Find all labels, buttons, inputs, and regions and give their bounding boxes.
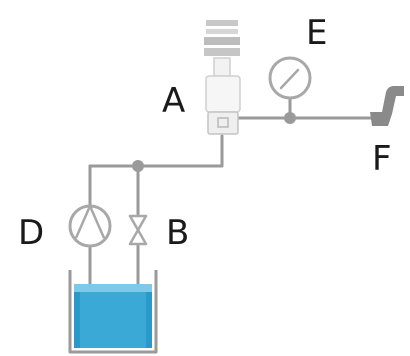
water-body bbox=[74, 284, 152, 348]
label-f: F bbox=[372, 139, 392, 179]
label-b: B bbox=[166, 213, 189, 253]
label-d: D bbox=[18, 213, 44, 253]
label-a: A bbox=[162, 81, 185, 121]
water-tank bbox=[68, 270, 158, 354]
cylinder-body bbox=[205, 75, 241, 113]
cap-stripe-2 bbox=[206, 29, 238, 34]
label-e: E bbox=[306, 13, 327, 53]
tank-walls bbox=[68, 270, 158, 354]
cylinder-neck bbox=[213, 57, 231, 77]
cap-stripe-1 bbox=[206, 20, 238, 26]
water-shade-right bbox=[146, 292, 152, 348]
cap-stripe-3 bbox=[204, 37, 240, 45]
water-surface bbox=[74, 284, 152, 292]
pump-icon bbox=[68, 204, 112, 248]
cylinder-port bbox=[217, 117, 229, 128]
cylinder-unit bbox=[204, 20, 241, 135]
pipe-a-down bbox=[88, 134, 224, 180]
spray-nozzle-icon bbox=[370, 86, 404, 126]
cap-stripe-4 bbox=[204, 48, 240, 56]
cylinder-base bbox=[207, 111, 239, 135]
junction-node-bottom bbox=[132, 160, 144, 172]
pressure-gauge-icon bbox=[268, 56, 312, 100]
junction-node-top bbox=[284, 112, 296, 124]
valve-icon bbox=[128, 214, 148, 246]
water-shade-left bbox=[74, 292, 80, 348]
